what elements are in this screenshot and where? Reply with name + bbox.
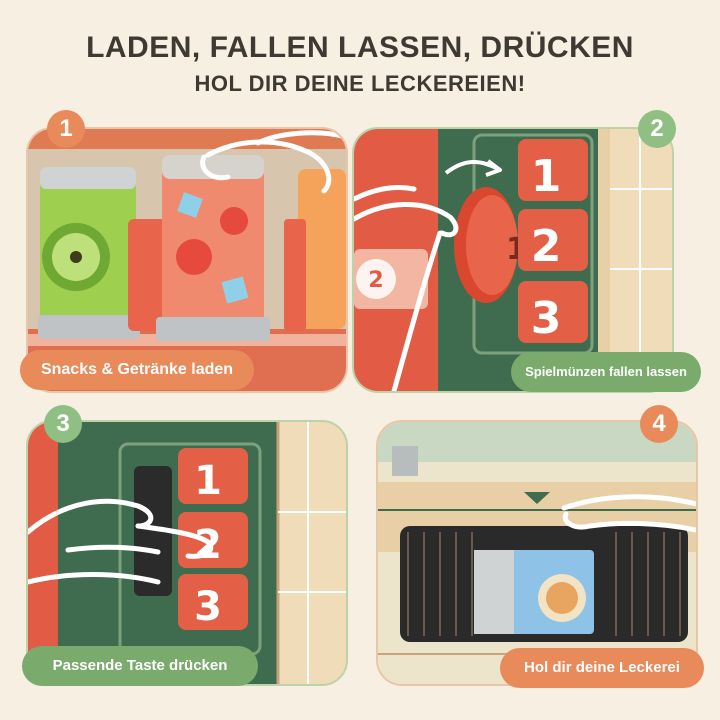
step-2-panel: 2 1 1 2 3: [352, 127, 674, 393]
step-4-photo: [378, 422, 696, 684]
step-2-caption: Spielmünzen fallen lassen: [511, 352, 701, 392]
step-1-caption: Snacks & Getränke laden: [20, 350, 254, 390]
step-2-badge: 2: [638, 110, 676, 148]
step-3-panel: 1 2 3: [26, 420, 348, 686]
step-4-badge: 4: [640, 405, 678, 443]
step-1-photo: [28, 129, 346, 391]
headline-subtitle: HOL DIR DEINE LECKEREIEN!: [194, 71, 526, 96]
button-1-label: 1: [194, 458, 222, 504]
button-1-label: 1: [531, 151, 562, 202]
button-3-label: 3: [194, 584, 222, 630]
headline: LADEN, FALLEN LASSEN, DRÜCKEN HOL DIR DE…: [0, 30, 720, 98]
step-4-panel: [376, 420, 698, 686]
step-3-caption: Passende Taste drücken: [22, 646, 258, 686]
step-1-badge: 1: [47, 110, 85, 148]
step-3-photo: 1 2 3: [28, 422, 346, 684]
step-4-caption: Hol dir deine Leckerei: [500, 648, 704, 688]
button-2-label: 2: [531, 221, 562, 272]
step-1-panel: [26, 127, 348, 393]
step-3-badge: 3: [44, 405, 82, 443]
coin-slot-label: 2: [368, 268, 383, 293]
button-3-label: 3: [531, 293, 562, 344]
step-2-photo: 2 1 1 2 3: [354, 129, 672, 391]
headline-title: LADEN, FALLEN LASSEN, DRÜCKEN: [86, 31, 634, 64]
